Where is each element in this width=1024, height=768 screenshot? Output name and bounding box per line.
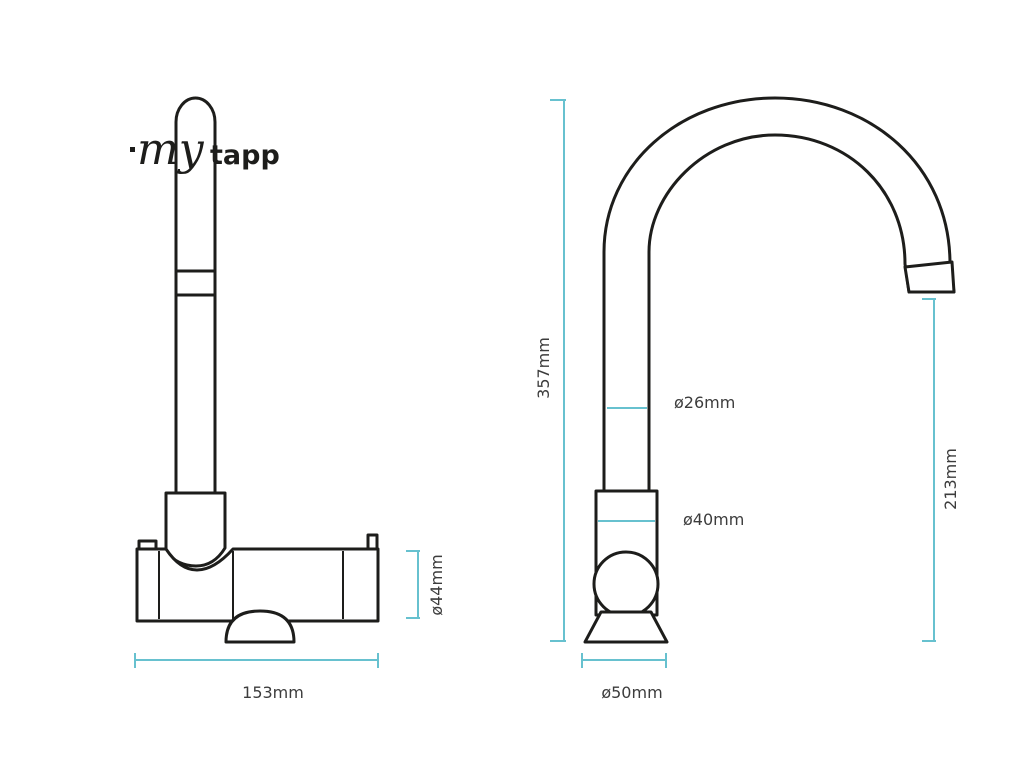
dimension-label-44mm: ø44mm [427, 554, 446, 615]
side-nozzle [903, 260, 956, 294]
dimension-base-diameter: ø50mm [581, 653, 667, 702]
dimension-label-50mm: ø50mm [601, 683, 662, 702]
front-right-knob [366, 533, 379, 551]
logo-suffix: tapp [210, 140, 280, 171]
front-left-knob [137, 539, 158, 551]
dimension-base-width: 153mm [134, 653, 379, 702]
front-spout-tube [174, 96, 217, 495]
dimension-label-26mm: ø26mm [674, 393, 735, 412]
dimension-spout-diameter: ø26mm [607, 393, 735, 412]
side-spout-inner [647, 133, 911, 493]
side-knob-disc [592, 550, 660, 618]
dimension-total-height: 357mm [534, 99, 566, 642]
dimension-body-diameter: ø40mm [598, 510, 744, 529]
mytapp-logo: my tapp [130, 124, 280, 175]
front-base-dome [224, 609, 296, 644]
dimension-label-40mm: ø40mm [683, 510, 744, 529]
dimension-label-357mm: 357mm [534, 337, 553, 399]
side-view-drawing [583, 96, 956, 644]
side-base [583, 610, 669, 644]
dimension-label-213mm: 213mm [941, 448, 960, 510]
logo-prefix: my [137, 124, 205, 175]
front-view-drawing [135, 96, 380, 644]
dimension-base-height: ø44mm [406, 550, 446, 619]
logo-dot [130, 147, 135, 152]
dimension-spout-height: 213mm [922, 298, 960, 642]
dimension-label-153mm: 153mm [242, 683, 304, 702]
side-spout-outer [602, 96, 956, 493]
front-collar [164, 491, 227, 568]
front-body [135, 547, 380, 623]
